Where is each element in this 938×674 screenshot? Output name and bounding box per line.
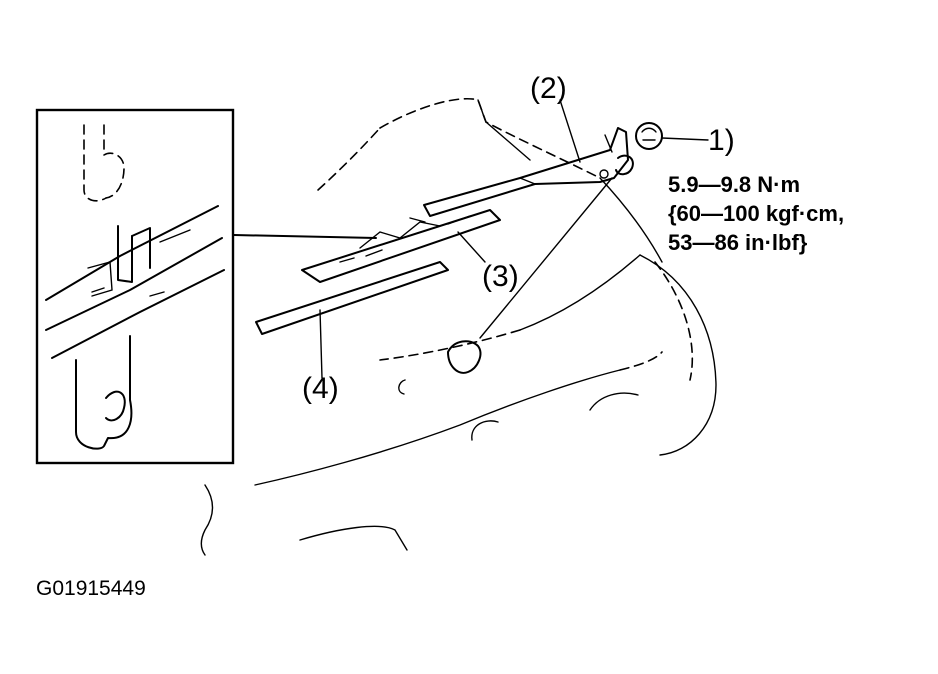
nut-part xyxy=(635,122,709,150)
torque-line-2: {60—100 kgf·cm, xyxy=(668,201,845,226)
cap-part xyxy=(447,340,482,374)
callout-number: 2 xyxy=(540,72,557,105)
callout-3: (3) xyxy=(482,262,519,292)
blade-rubber-part xyxy=(255,261,449,379)
paren-close: ) xyxy=(328,372,339,405)
paren-close: ) xyxy=(508,260,519,293)
callout-number: 4 xyxy=(312,372,329,405)
paren-close: ) xyxy=(556,72,567,105)
paren-close: ) xyxy=(724,124,735,157)
paren-open: ( xyxy=(530,72,540,105)
callout-number: 1 xyxy=(708,124,725,157)
inset-detail xyxy=(35,108,235,465)
wiper-blade-part xyxy=(301,209,501,283)
torque-line-1: 5.9—9.8 N·m xyxy=(668,172,801,197)
callout-1: 1) xyxy=(708,126,735,156)
callout-number: 3 xyxy=(492,260,509,293)
callout-4: (4) xyxy=(302,374,339,404)
torque-spec: 5.9—9.8 N·m {60—100 kgf·cm, 53—86 in·lbf… xyxy=(668,170,844,257)
torque-line-3: 53—86 in·lbf} xyxy=(668,230,808,255)
figure-id: G01915449 xyxy=(36,577,146,600)
wiper-arm-part xyxy=(423,99,634,339)
vehicle-body-outline xyxy=(200,97,717,556)
paren-open: ( xyxy=(482,260,492,293)
callout-2: (2) xyxy=(530,74,567,104)
paren-open: ( xyxy=(302,372,312,405)
inset-leader-line xyxy=(233,234,377,239)
